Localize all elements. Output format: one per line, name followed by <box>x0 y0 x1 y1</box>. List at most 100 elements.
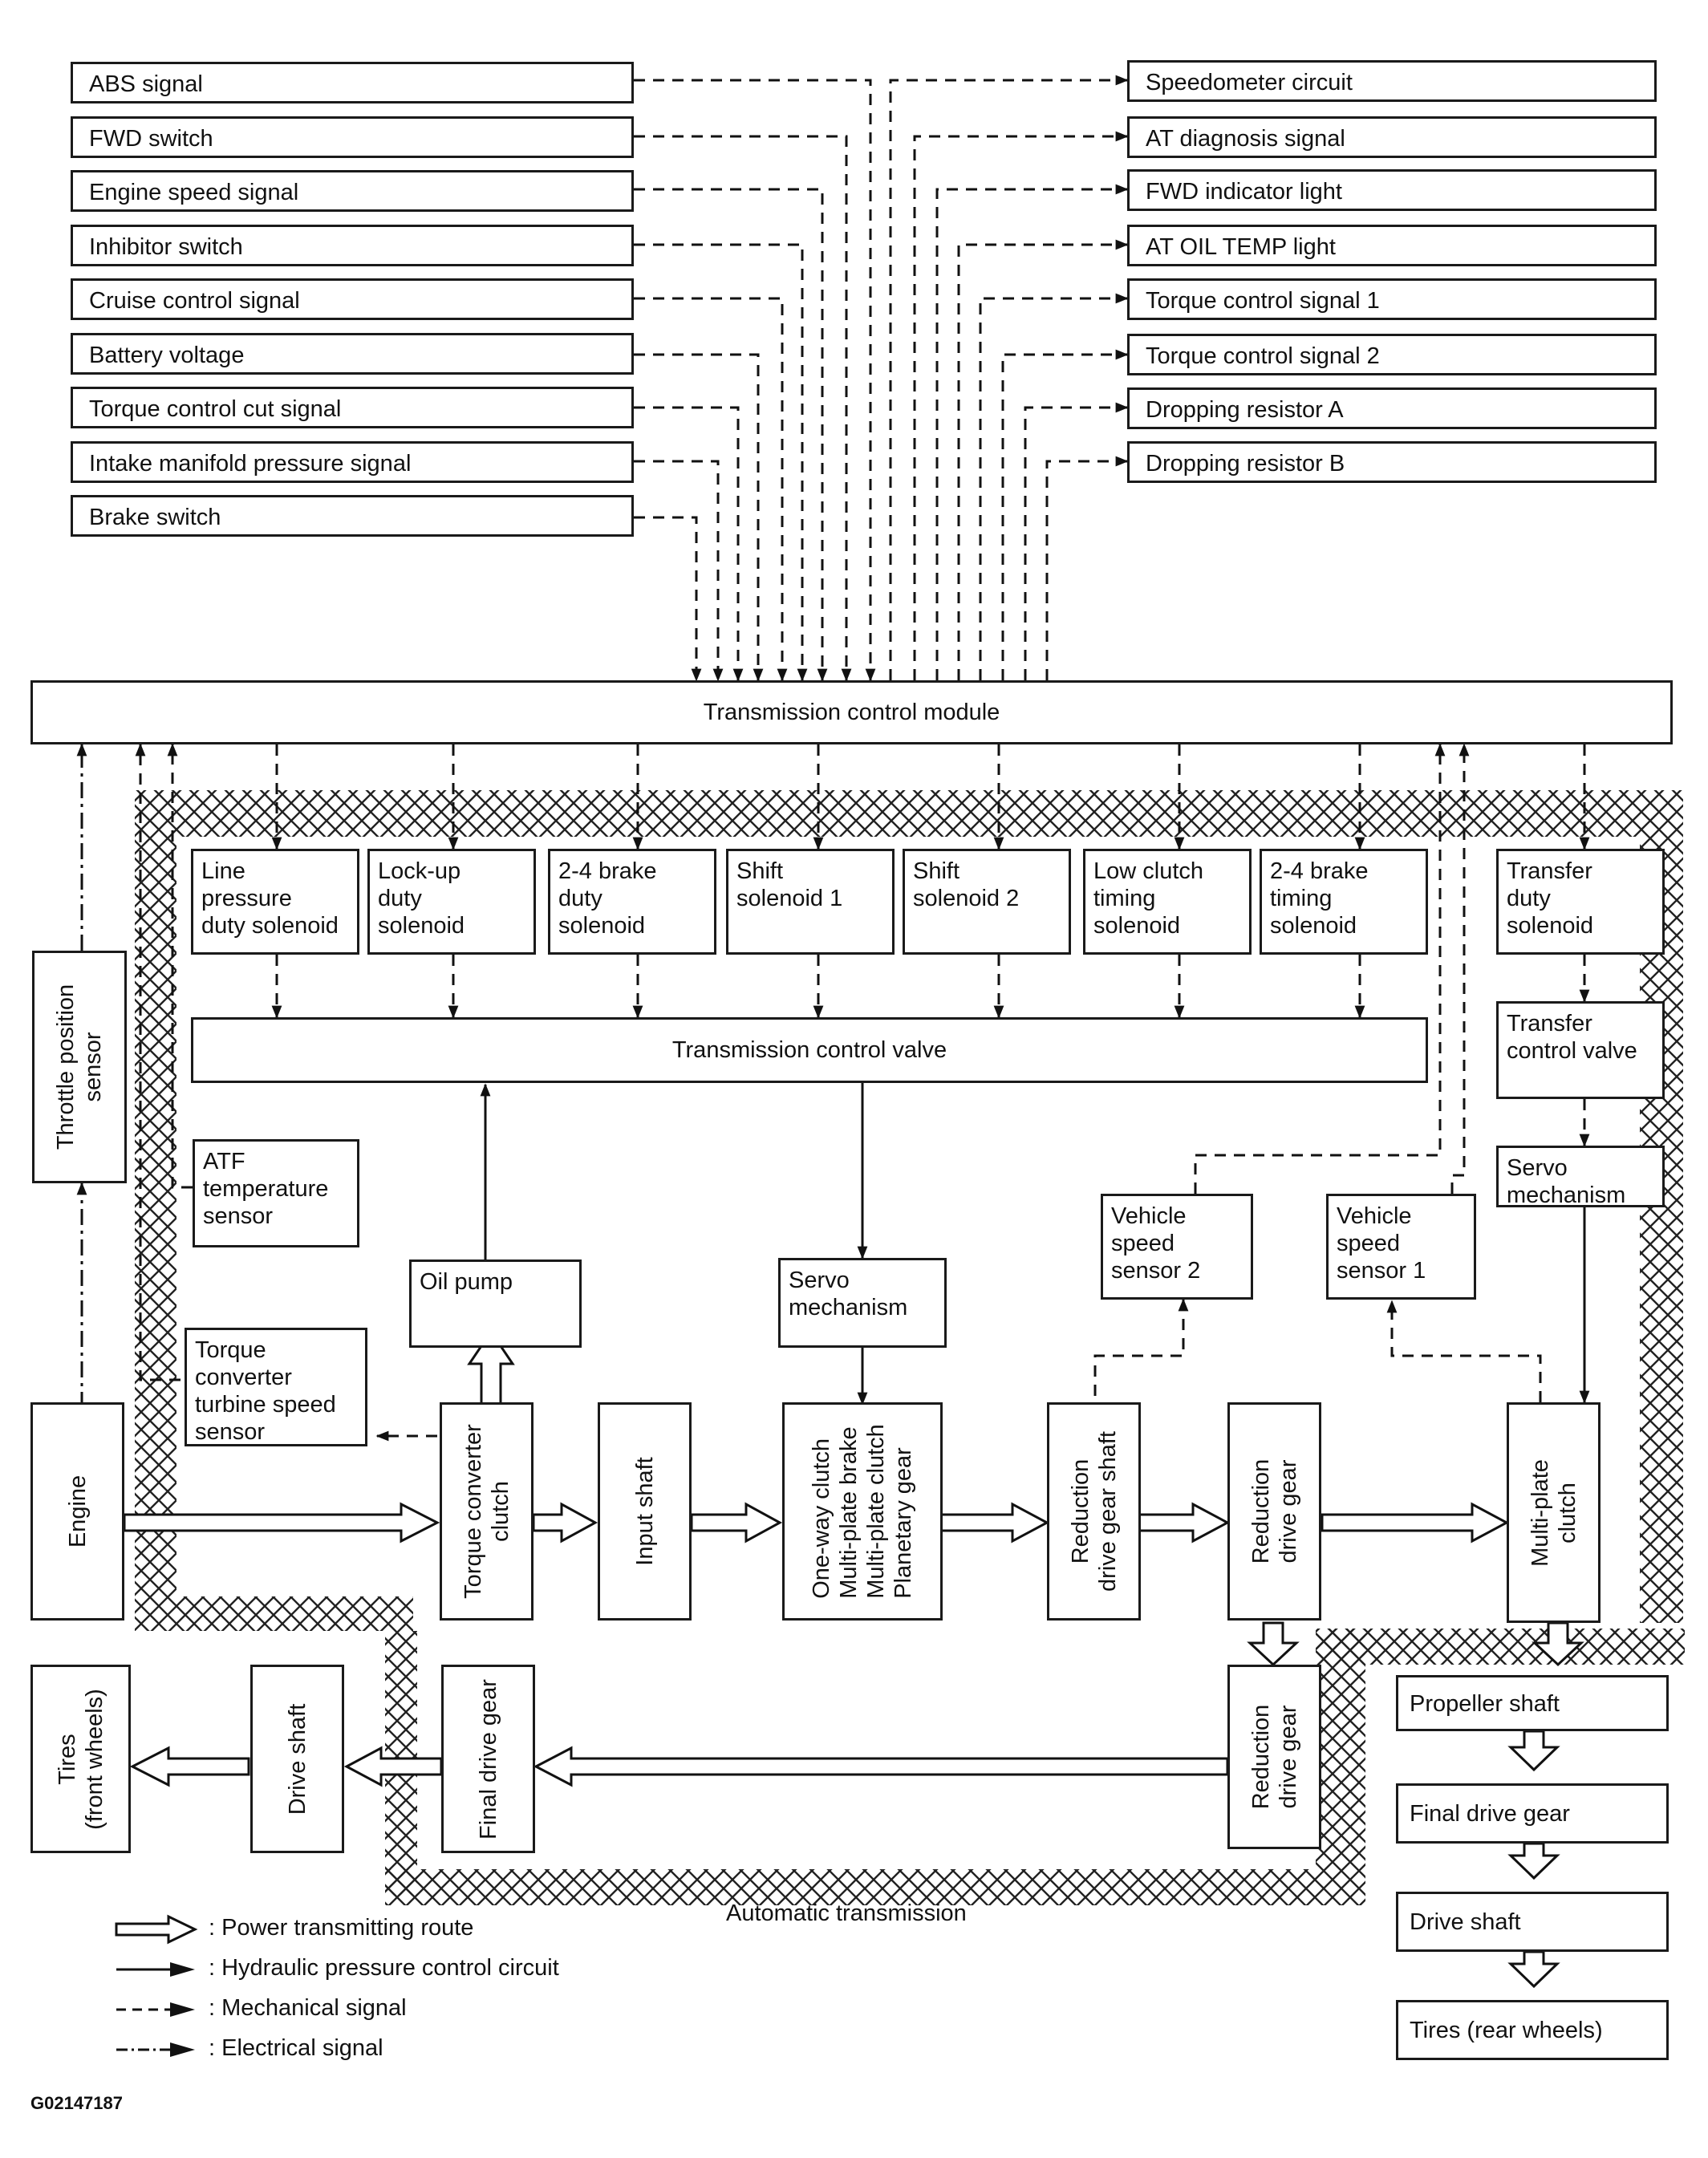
propeller-shaft-label: Propeller shaft <box>1410 1691 1560 1717</box>
input-label: Inhibitor switch <box>89 234 243 260</box>
output-at-oil-temp-light: AT OIL TEMP light <box>1127 225 1657 266</box>
input-brake-switch: Brake switch <box>71 495 634 537</box>
transfer-duty-solenoid: Transfer duty solenoid <box>1496 849 1665 955</box>
output-dropping-resistor-a: Dropping resistor A <box>1127 387 1657 429</box>
atf-temperature-sensor: ATF temperature sensor <box>193 1139 359 1247</box>
tires-front-label: Tires (front wheels) <box>54 1688 108 1830</box>
torque-converter-turbine-speed-sensor: Torque converter turbine speed sensor <box>185 1328 367 1446</box>
input-label: Intake manifold pressure signal <box>89 451 412 477</box>
drive-shaft-front: Drive shaft <box>250 1665 344 1853</box>
input-label: FWD switch <box>89 126 213 152</box>
input-label: Brake switch <box>89 505 221 530</box>
input-label: Cruise control signal <box>89 288 300 314</box>
brake-2-4-timing-solenoid: 2-4 brake timing solenoid <box>1260 849 1428 955</box>
input-fwd-switch: FWD switch <box>71 116 634 158</box>
servo-label: Servo mechanism <box>789 1268 908 1320</box>
input-torque-control-cut-signal: Torque control cut signal <box>71 387 634 428</box>
legend-mechanical: : Mechanical signal <box>112 1994 674 2026</box>
planetary-gearset-label: One-way clutch Multi-plate brake Multi-p… <box>809 1424 916 1599</box>
reduction-drive-gear-lower: Reduction drive gear <box>1227 1665 1321 1849</box>
vehicle-speed-sensor-2-label: Vehicle speed sensor 2 <box>1111 1203 1201 1284</box>
legend-label: : Hydraulic pressure control circuit <box>209 1955 559 1981</box>
transfer-control-valve-label: Transfer control valve <box>1507 1011 1637 1064</box>
solenoid-label: Line pressure duty solenoid <box>201 858 339 939</box>
solenoid-label: Shift solenoid 1 <box>736 858 843 911</box>
input-label: Battery voltage <box>89 343 245 368</box>
transmission-control-valve-label: Transmission control valve <box>671 1037 947 1063</box>
planetary-gearset: One-way clutch Multi-plate brake Multi-p… <box>782 1402 943 1621</box>
output-speedometer-circuit: Speedometer circuit <box>1127 60 1657 102</box>
tires-rear-wheels: Tires (rear wheels) <box>1396 2000 1669 2060</box>
tires-front-wheels: Tires (front wheels) <box>30 1665 131 1853</box>
vehicle-speed-sensor-2: Vehicle speed sensor 2 <box>1101 1194 1253 1300</box>
line-pressure-duty-solenoid: Line pressure duty solenoid <box>191 849 359 955</box>
output-fwd-indicator-light: FWD indicator light <box>1127 169 1657 211</box>
atf-temperature-sensor-label: ATF temperature sensor <box>203 1149 329 1229</box>
final-drive-gear-rear: Final drive gear <box>1396 1783 1669 1844</box>
dashed-arrow-icon <box>116 2002 195 2017</box>
input-cruise-control-signal: Cruise control signal <box>71 278 634 320</box>
low-clutch-timing-solenoid: Low clutch timing solenoid <box>1083 849 1252 955</box>
output-label: Dropping resistor A <box>1146 397 1344 423</box>
final-drive-gear-rear-label: Final drive gear <box>1410 1801 1570 1827</box>
solid-arrow-icon <box>116 1962 195 1977</box>
hydraulic-lines <box>480 1083 1590 1406</box>
solenoid-label: 2-4 brake duty solenoid <box>558 858 657 939</box>
solenoid-label: Shift solenoid 2 <box>913 858 1020 911</box>
transmission-control-valve: Transmission control valve <box>191 1017 1428 1083</box>
legend-label: : Mechanical signal <box>209 1995 407 2021</box>
reduction-drive-gear-label: Reduction drive gear <box>1248 1458 1301 1564</box>
output-label: Dropping resistor B <box>1146 451 1345 477</box>
turbine-speed-sensor-label: Torque converter turbine speed sensor <box>195 1337 336 1445</box>
output-at-diagnosis-signal: AT diagnosis signal <box>1127 116 1657 158</box>
output-label: AT diagnosis signal <box>1146 126 1345 152</box>
output-label: Speedometer circuit <box>1146 70 1353 95</box>
output-label: Torque control signal 2 <box>1146 343 1380 369</box>
oil-pump-label: Oil pump <box>420 1269 513 1295</box>
output-signal-lines <box>889 75 1129 680</box>
power-route-arrows <box>123 1329 1584 1989</box>
legend-power-route: : Power transmitting route <box>112 1913 674 1945</box>
figure-id: G02147187 <box>30 2093 123 2113</box>
shift-solenoid-2: Shift solenoid 2 <box>903 849 1071 955</box>
input-battery-voltage: Battery voltage <box>71 333 634 375</box>
input-inhibitor-switch: Inhibitor switch <box>71 225 634 266</box>
transfer-control-valve: Transfer control valve <box>1496 1001 1665 1099</box>
output-dropping-resistor-b: Dropping resistor B <box>1127 441 1657 483</box>
input-shaft: Input shaft <box>598 1402 692 1621</box>
throttle-position-sensor: Throttle position sensor <box>32 951 127 1183</box>
legend-label: : Power transmitting route <box>209 1915 474 1941</box>
output-label: Torque control signal 1 <box>1146 288 1380 314</box>
solenoid-label: 2-4 brake timing solenoid <box>1270 858 1369 939</box>
reduction-drive-gear-shaft: Reduction drive gear shaft <box>1047 1402 1141 1621</box>
automatic-transmission-label: Automatic transmission <box>726 1900 967 1926</box>
input-intake-manifold-pressure-signal: Intake manifold pressure signal <box>71 441 634 483</box>
solenoid-label: Lock-up duty solenoid <box>378 858 465 939</box>
final-drive-gear-label: Final drive gear <box>475 1678 501 1840</box>
output-torque-control-signal-1: Torque control signal 1 <box>1127 278 1657 320</box>
output-label: AT OIL TEMP light <box>1146 234 1336 260</box>
propeller-shaft: Propeller shaft <box>1396 1675 1669 1731</box>
input-signal-lines <box>634 79 876 682</box>
dash-dot-arrow-icon <box>116 2042 195 2057</box>
legend-label: : Electrical signal <box>209 2035 383 2061</box>
input-label: Engine speed signal <box>89 180 299 205</box>
brake-2-4-duty-solenoid: 2-4 brake duty solenoid <box>548 849 716 955</box>
solenoid-label: Transfer duty solenoid <box>1507 858 1594 939</box>
tcm-label: Transmission control module <box>703 700 1000 725</box>
input-label: ABS signal <box>89 71 203 97</box>
drive-shaft-rear-label: Drive shaft <box>1410 1909 1521 1935</box>
multi-plate-clutch-label: Multi-plate clutch <box>1527 1458 1580 1567</box>
lock-up-duty-solenoid: Lock-up duty solenoid <box>367 849 536 955</box>
servo-mechanism-transfer: Servo mechanism <box>1496 1146 1665 1208</box>
legend-electrical: : Electrical signal <box>112 2034 674 2066</box>
vehicle-speed-sensor-1: Vehicle speed sensor 1 <box>1326 1194 1476 1300</box>
transmission-control-module: Transmission control module <box>30 680 1673 744</box>
output-torque-control-signal-2: Torque control signal 2 <box>1127 334 1657 375</box>
engine: Engine <box>30 1402 124 1621</box>
input-abs-signal: ABS signal <box>71 62 634 103</box>
legend-hydraulic: : Hydraulic pressure control circuit <box>112 1953 674 1986</box>
reduction-drive-gear-shaft-label: Reduction drive gear shaft <box>1067 1431 1121 1592</box>
reduction-drive-gear-label: Reduction drive gear <box>1248 1704 1301 1810</box>
